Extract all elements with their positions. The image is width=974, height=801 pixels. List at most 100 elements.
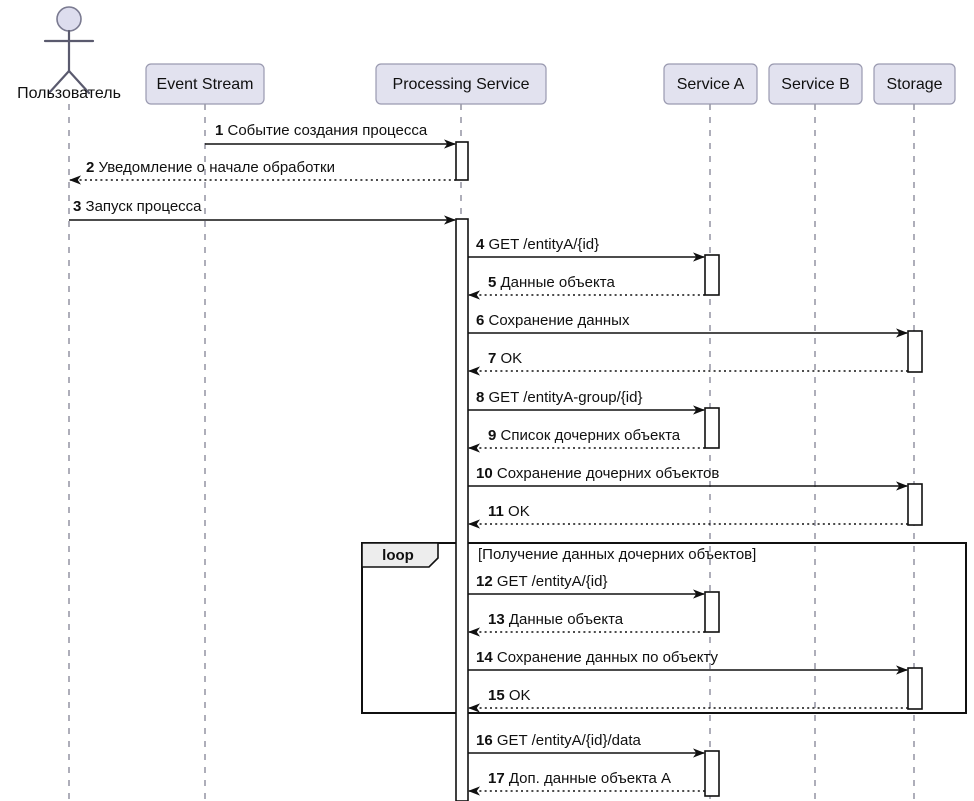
message-label: 17 Доп. данные объекта А <box>488 770 671 787</box>
participant-event: Event Stream <box>145 63 265 105</box>
message-14: 14 Сохранение данных по объекту <box>468 649 908 675</box>
activations-layer <box>455 141 923 801</box>
message-9: 9 Список дочерних объекта <box>468 427 705 453</box>
message-7: 7 OK <box>468 350 908 376</box>
message-number: 6 <box>476 312 484 329</box>
participant-label: Processing Service <box>393 76 530 93</box>
message-number: 5 <box>488 274 496 291</box>
message-label: 8 GET /entityA-group/{id} <box>476 389 643 406</box>
fragment-operator-tab <box>361 542 439 568</box>
message-label: 16 GET /entityA/{id}/data <box>476 732 641 749</box>
message-label: 6 Сохранение данных <box>476 312 630 329</box>
actor-leg-left-icon <box>47 69 71 95</box>
message-6: 6 Сохранение данных <box>468 312 908 338</box>
message-11: 11 OK <box>468 503 908 529</box>
message-text: Событие создания процесса <box>223 122 427 139</box>
message-text: Сохранение данных по объекту <box>493 649 719 666</box>
message-text: Уведомление о начале обработки <box>94 159 335 176</box>
message-13: 13 Данные объекта <box>468 611 705 637</box>
actor-leg-right-icon <box>67 69 91 95</box>
message-number: 2 <box>86 159 94 176</box>
message-label: 11 OK <box>488 503 530 520</box>
message-17: 17 Доп. данные объекта А <box>468 770 705 796</box>
message-label: 14 Сохранение данных по объекту <box>476 649 719 666</box>
messages-layer: 1 Событие создания процесса 2 Уведомление… <box>69 122 908 796</box>
message-label: 13 Данные объекта <box>488 611 624 628</box>
message-text: Сохранение данных <box>484 312 630 329</box>
fragment-frame <box>361 542 967 714</box>
participant-label: Event Stream <box>157 76 254 93</box>
message-text: OK <box>505 687 531 704</box>
message-label: 1 Событие создания процесса <box>215 122 428 139</box>
activation-bar-svcA <box>704 407 720 449</box>
fragments-layer: loop[Получение данных дочерних объектов] <box>361 542 967 714</box>
message-number: 11 <box>488 503 504 520</box>
activation-bar-processing <box>455 218 469 801</box>
message-text: Запуск процесса <box>81 198 202 215</box>
activation-bar-svcA <box>704 591 720 633</box>
message-number: 4 <box>476 236 485 253</box>
activation-bar-svcA <box>704 254 720 296</box>
message-5: 5 Данные объекта <box>468 274 705 300</box>
participant-svcA: Service A <box>663 63 758 105</box>
activation-bar-storage <box>907 483 923 526</box>
message-text: Сохранение дочерних объектов <box>493 465 720 482</box>
participant-label: Пользователь <box>17 85 121 102</box>
activation-bar-svcA <box>704 750 720 797</box>
message-number: 9 <box>488 427 496 444</box>
fragment-operator-label: loop <box>382 547 414 564</box>
message-number: 12 <box>476 573 493 590</box>
message-4: 4 GET /entityA/{id} <box>468 236 705 262</box>
message-text: GET /entityA/{id} <box>484 236 599 253</box>
participant-label: Service B <box>781 76 849 93</box>
message-2: 2 Уведомление о начале обработки <box>69 159 456 185</box>
message-text: Данные объекта <box>496 274 615 291</box>
message-text: Доп. данные объекта А <box>505 770 671 787</box>
message-text: OK <box>496 350 522 367</box>
message-text: GET /entityA-group/{id} <box>484 389 642 406</box>
message-1: 1 Событие создания процесса <box>205 122 456 149</box>
message-number: 14 <box>476 649 493 666</box>
message-number: 1 <box>215 122 223 139</box>
message-label: 12 GET /entityA/{id} <box>476 573 607 590</box>
message-label: 9 Список дочерних объекта <box>488 427 681 444</box>
message-number: 17 <box>488 770 505 787</box>
message-number: 7 <box>488 350 496 367</box>
message-3: 3 Запуск процесса <box>69 198 456 225</box>
message-label: 5 Данные объекта <box>488 274 615 291</box>
message-label: 2 Уведомление о начале обработки <box>86 159 335 176</box>
message-number: 10 <box>476 465 493 482</box>
participant-label: Service A <box>677 76 745 93</box>
message-text: Данные объекта <box>505 611 624 628</box>
message-number: 15 <box>488 687 505 704</box>
message-text: GET /entityA/{id}/data <box>493 732 642 749</box>
message-10: 10 Сохранение дочерних объектов <box>468 465 908 491</box>
message-label: 4 GET /entityA/{id} <box>476 236 599 253</box>
message-label: 15 OK <box>488 687 531 704</box>
message-label: 3 Запуск процесса <box>73 198 202 215</box>
participant-svcB: Service B <box>768 63 863 105</box>
message-number: 16 <box>476 732 493 749</box>
participant-user: Пользователь <box>17 6 121 102</box>
participant-processing: Processing Service <box>375 63 547 105</box>
participant-storage: Storage <box>873 63 956 105</box>
activation-bar-storage <box>907 667 923 710</box>
message-text: Список дочерних объекта <box>496 427 680 444</box>
fragment-loop: loop[Получение данных дочерних объектов] <box>361 542 967 714</box>
message-number: 8 <box>476 389 484 406</box>
message-text: GET /entityA/{id} <box>493 573 608 590</box>
participants-layer: Пользователь Event Stream Processing Servi… <box>17 6 956 105</box>
message-label: 10 Сохранение дочерних объектов <box>476 465 719 482</box>
message-number: 13 <box>488 611 505 628</box>
message-16: 16 GET /entityA/{id}/data <box>468 732 705 758</box>
message-12: 12 GET /entityA/{id} <box>468 573 705 599</box>
message-8: 8 GET /entityA-group/{id} <box>468 389 705 415</box>
participant-label: Storage <box>886 76 942 93</box>
message-number: 3 <box>73 198 81 215</box>
actor-head-icon <box>56 6 82 32</box>
activation-bar-storage <box>907 330 923 373</box>
message-15: 15 OK <box>468 687 908 713</box>
activation-bar-processing <box>455 141 469 181</box>
